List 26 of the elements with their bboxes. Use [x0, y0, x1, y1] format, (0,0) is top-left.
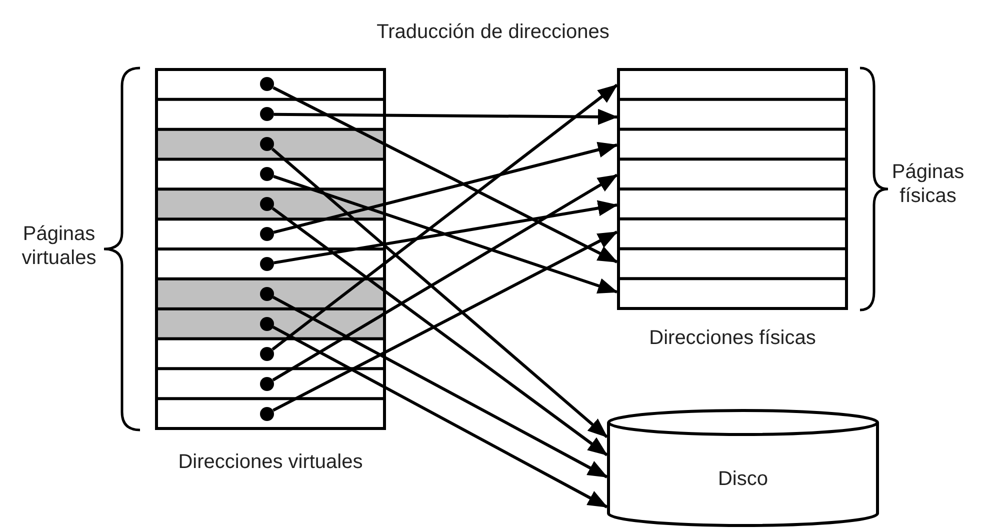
dot — [260, 167, 274, 182]
arrow — [271, 148, 608, 438]
dot — [260, 346, 274, 361]
brace-label: Páginas físicas — [890, 160, 966, 208]
table-caption: Direcciones físicas — [648, 326, 817, 350]
arrow — [272, 296, 608, 478]
arrow — [272, 84, 618, 351]
arrow — [274, 108, 618, 125]
dot — [260, 227, 274, 242]
dot — [260, 406, 274, 421]
brace-label: Páginas virtuales — [20, 222, 98, 270]
arrow — [272, 86, 618, 264]
arrow — [272, 174, 618, 382]
arrow — [272, 326, 608, 508]
arrow — [273, 175, 618, 294]
dot — [260, 376, 274, 391]
arrow — [274, 200, 618, 264]
table-caption: Direcciones virtuales — [177, 450, 364, 474]
arrow — [272, 207, 608, 456]
disk-label: Disco — [716, 467, 769, 491]
dot — [260, 77, 274, 92]
dot — [260, 107, 274, 122]
arrow — [273, 142, 618, 234]
arrow — [272, 230, 618, 412]
dot — [260, 256, 274, 271]
diagram-title: Traducción de direcciones — [376, 20, 610, 44]
